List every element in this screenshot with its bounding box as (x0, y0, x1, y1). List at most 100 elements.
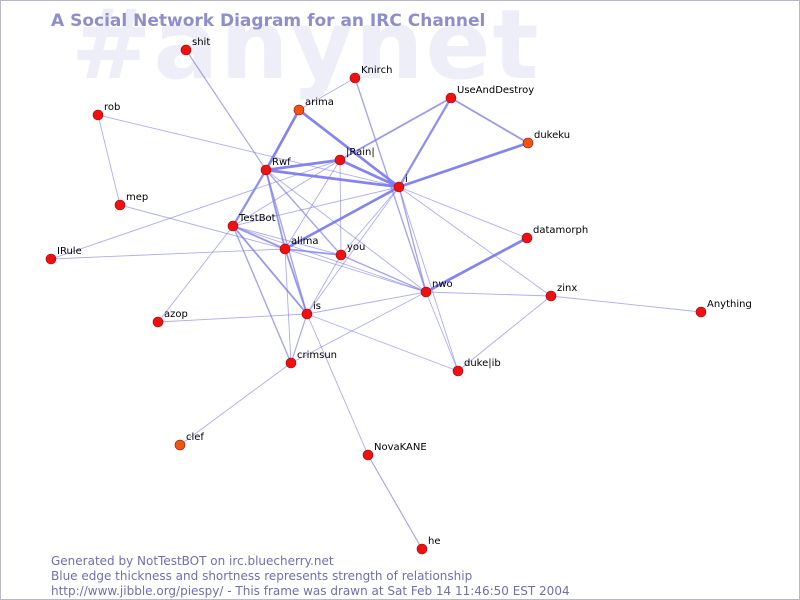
node-dot-zinx (545, 290, 557, 302)
edge-Rain-UseAndDestroy (339, 97, 452, 161)
edge-Rwf-i (264, 168, 401, 189)
node-clef: clef (174, 432, 204, 451)
edge-Rwf-you (265, 169, 342, 256)
edge-shit-Rwf (185, 49, 267, 171)
edge-nwo-dukelib (425, 291, 459, 372)
node-label-he: he (428, 536, 441, 547)
channel-watermark: #anynet (71, 0, 541, 101)
node-label-you: you (347, 242, 365, 253)
node-Anything: Anything (695, 299, 752, 318)
edge-i-is (306, 186, 400, 315)
node-dukelib: duke|ib (452, 358, 501, 377)
node-label-NovaKANE: NovaKANE (374, 442, 427, 453)
edge-Rain-i (338, 158, 401, 189)
node-dot-rob (92, 109, 104, 121)
node-label-dukeku: dukeku (534, 130, 570, 141)
node-azop: azop (152, 309, 188, 328)
node-label-TestBot: TestBot (238, 213, 276, 224)
edge-TestBot-azop (157, 225, 234, 323)
edge-i-you (340, 186, 400, 256)
edge-i-datamorph (398, 186, 528, 239)
node-dot-NovaKANE (362, 449, 374, 461)
node-dot-azop (152, 316, 164, 328)
edge-alima-you (284, 248, 342, 256)
node-label-nwo: nwo (432, 279, 453, 290)
edge-TestBot-is (232, 225, 308, 315)
edge-rob-i (97, 114, 400, 188)
edge-nwo-crimsun (290, 291, 427, 364)
node-mep: mep (114, 192, 148, 211)
edge-Rain-you (339, 159, 342, 256)
node-IRule: IRule (45, 246, 82, 265)
node-label-zinx: zinx (557, 283, 577, 294)
edge-NovaKANE-he (367, 454, 423, 550)
node-zinx: zinx (545, 283, 577, 302)
edge-Rwf-is (265, 169, 308, 315)
edge-arima-Knirch (298, 77, 356, 111)
node-UseAndDestroy: UseAndDestroy (445, 85, 534, 104)
node-label-i: i (405, 174, 408, 185)
node-dot-Rain (334, 154, 346, 166)
node-Rain: |Rain| (334, 147, 375, 166)
node-label-Rwf: Rwf (272, 157, 291, 168)
node-label-UseAndDestroy: UseAndDestroy (457, 85, 534, 96)
edge-alima-is (284, 248, 308, 315)
footer-legend: Blue edge thickness and shortness repres… (51, 569, 473, 583)
node-Rwf: Rwf (260, 157, 291, 176)
edge-alima-crimsun (284, 248, 292, 364)
edge-Rain-alima (284, 159, 341, 250)
node-label-crimsun: crimsun (297, 350, 337, 361)
edge-nwo-zinx (425, 291, 552, 297)
node-dot-dukeku (522, 137, 534, 149)
node-label-Anything: Anything (707, 299, 752, 310)
edge-is-azop (157, 313, 308, 323)
edge-is-crimsun (290, 313, 308, 364)
edge-UseAndDestroy-dukeku (450, 97, 529, 144)
edge-i-TestBot (232, 186, 400, 227)
edge-is-NovaKANE (306, 313, 369, 456)
node-label-alima: alima (291, 236, 319, 247)
node-label-dukelib: duke|ib (464, 358, 501, 369)
node-crimsun: crimsun (285, 350, 337, 369)
node-dot-IRule (45, 253, 57, 265)
edge-TestBot-alima (232, 225, 286, 250)
edge-arima-Rwf (264, 108, 301, 172)
edge-you-nwo (340, 254, 427, 293)
footer-url-timestamp: http://www.jibble.org/piespy/ - This fra… (51, 584, 570, 598)
node-dot-clef (174, 439, 186, 451)
diagram-title: A Social Network Diagram for an IRC Chan… (51, 11, 486, 31)
node-dot-alima (279, 243, 291, 255)
edge-i-dukelib (398, 186, 459, 372)
node-you: you (335, 242, 365, 261)
node-rob: rob (92, 102, 120, 121)
node-label-clef: clef (186, 432, 204, 443)
node-dukeku: dukeku (522, 130, 570, 149)
edge-zinx-Anything (550, 295, 702, 313)
node-Knirch: Knirch (349, 65, 392, 84)
node-label-IRule: IRule (57, 246, 82, 257)
edge-UseAndDestroy-i (397, 96, 453, 189)
node-label-datamorph: datamorph (533, 225, 588, 236)
edge-nwo-is (306, 291, 427, 315)
edge-i-alima (283, 185, 401, 251)
node-dot-crimsun (285, 357, 297, 369)
node-label-rob: rob (104, 102, 120, 113)
edge-zinx-dukelib (457, 295, 552, 372)
node-dot-dukelib (452, 365, 464, 377)
node-dot-mep (114, 199, 126, 211)
node-label-arima: arima (305, 97, 334, 108)
node-label-mep: mep (126, 192, 148, 203)
node-dot-nwo (420, 286, 432, 298)
edge-crimsun-clef (179, 362, 292, 446)
node-label-shit: shit (192, 37, 210, 48)
node-NovaKANE: NovaKANE (362, 442, 427, 461)
edge-TestBot-you (232, 225, 342, 256)
edge-i-nwo (398, 186, 427, 293)
edge-TestBot-crimsun (232, 225, 292, 364)
node-arima: arima (293, 97, 334, 116)
edge-dukeku-i (397, 141, 530, 189)
node-dot-Rwf (260, 164, 272, 176)
edge-IRule-Rain (50, 159, 341, 260)
